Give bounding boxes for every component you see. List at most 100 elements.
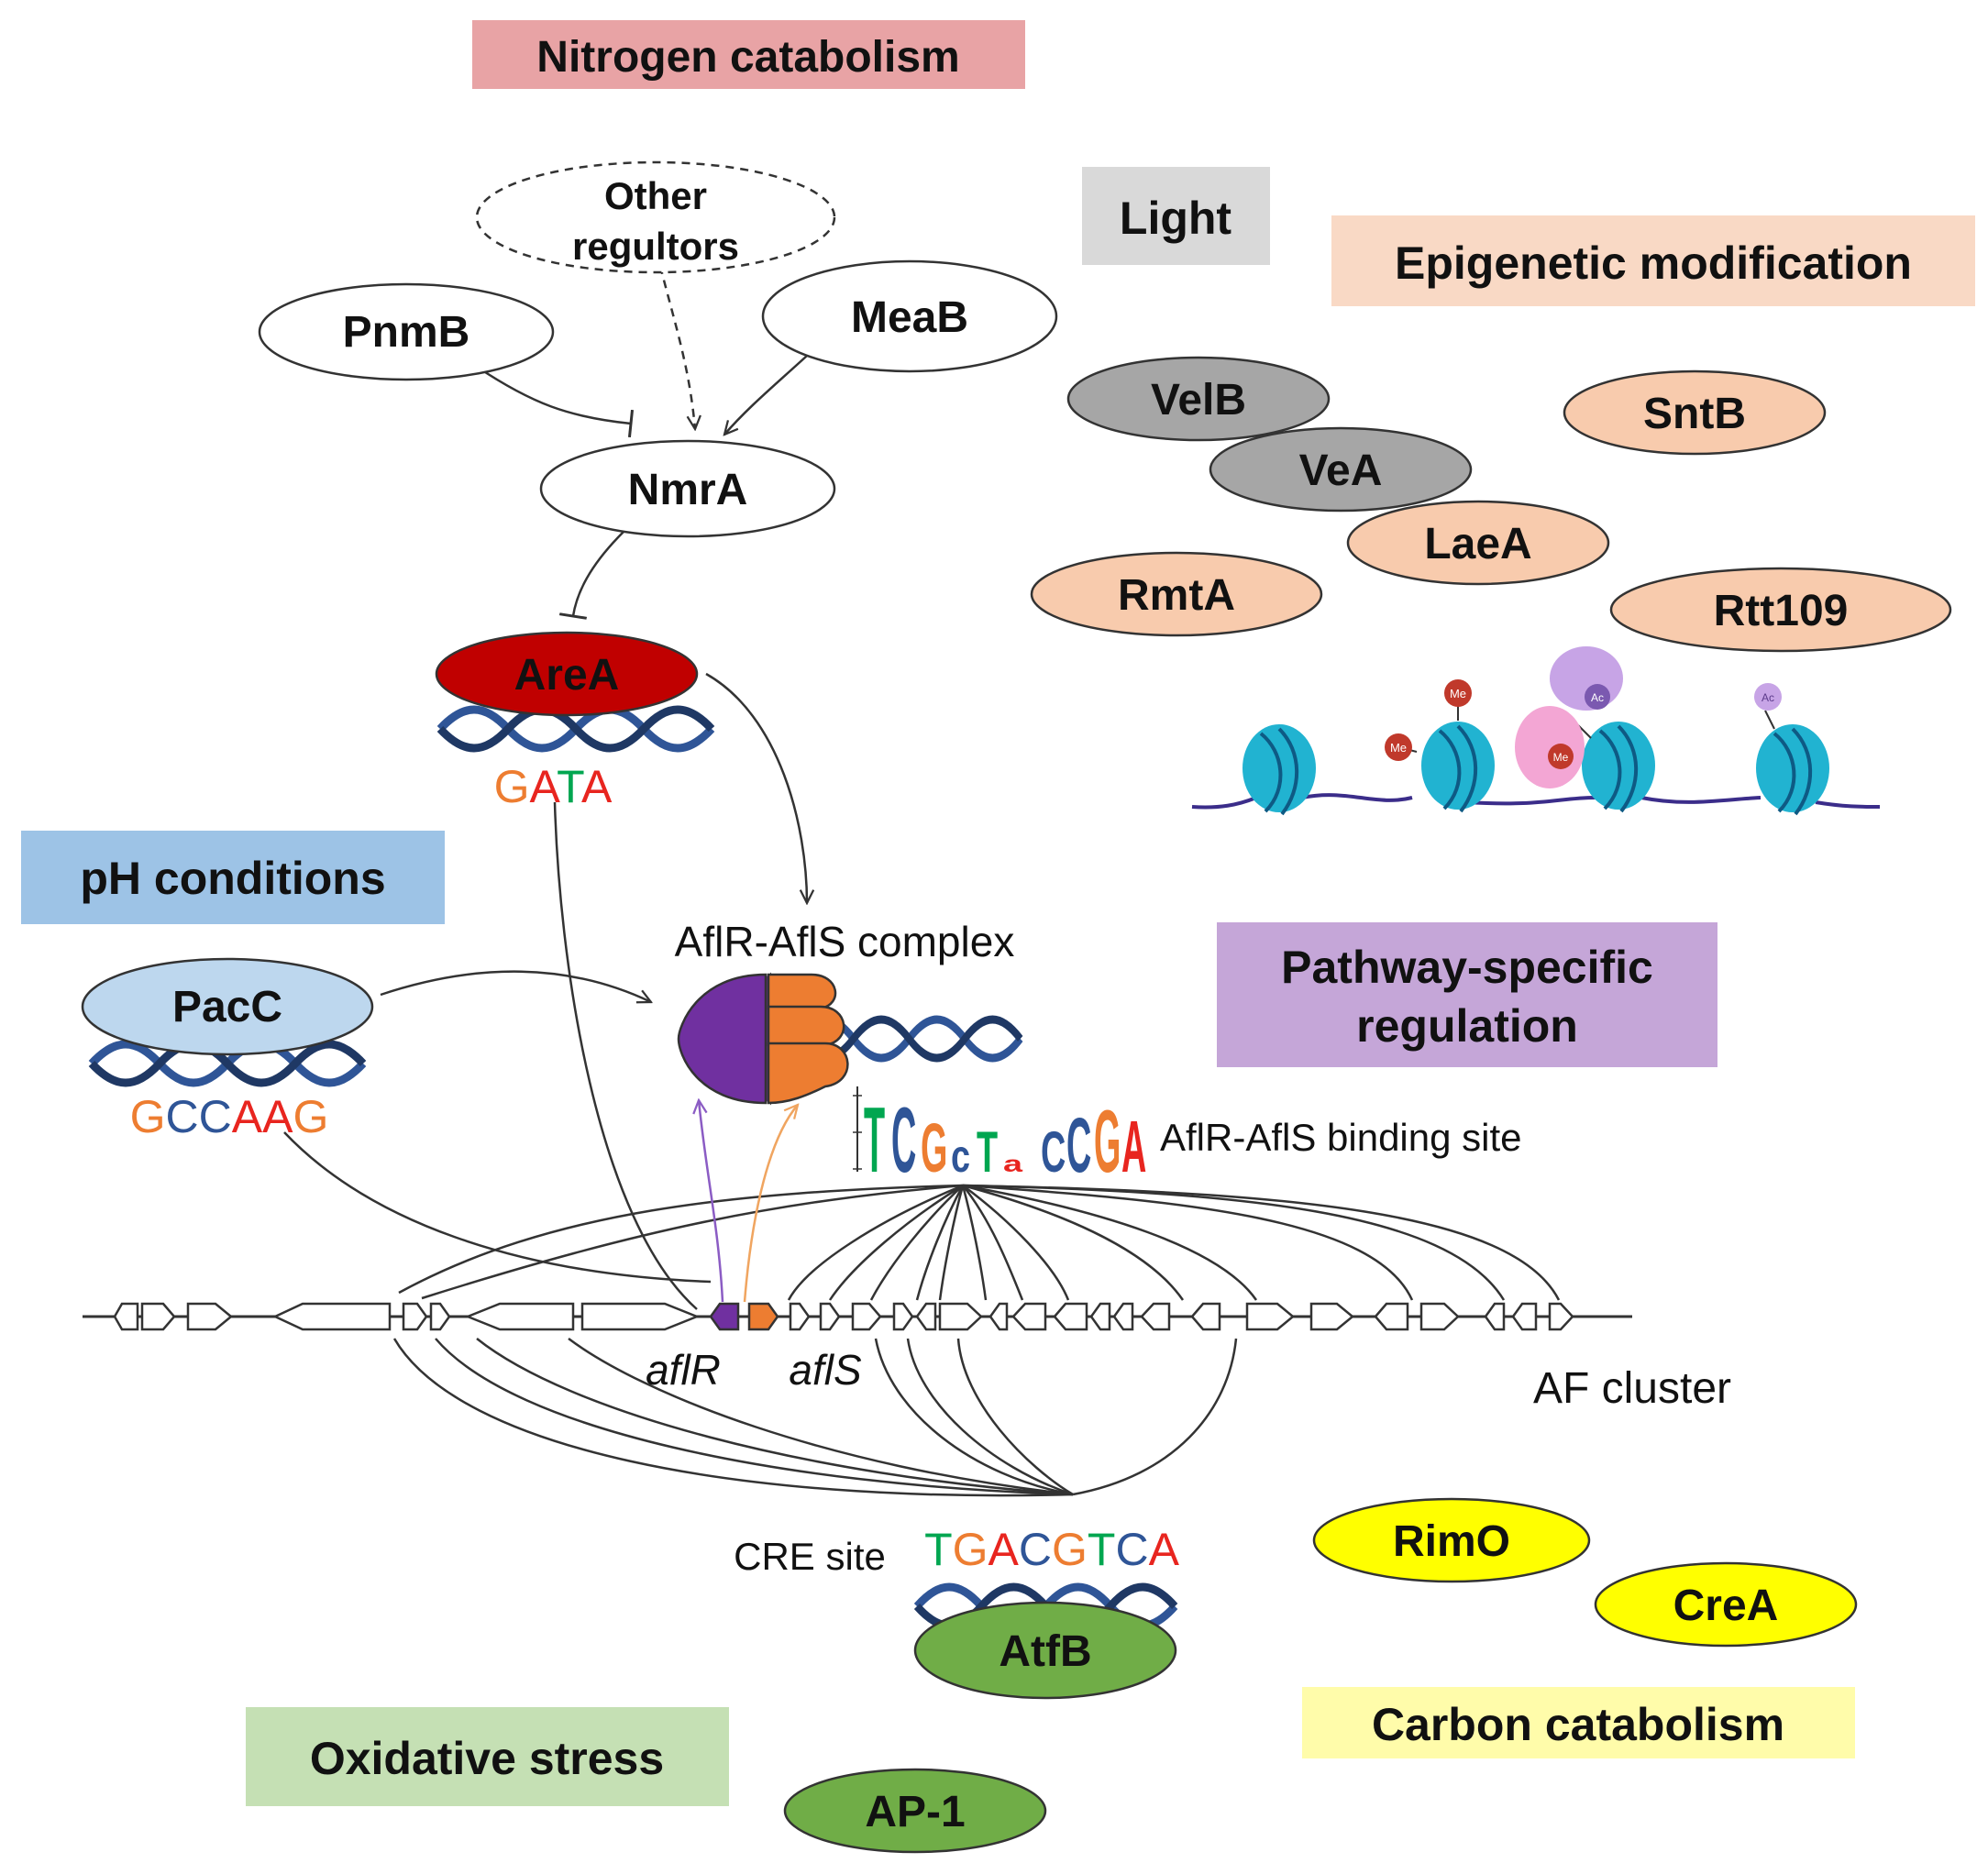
gata-motif: GATA (494, 761, 613, 812)
aflr-gene-label: aflR (646, 1346, 721, 1394)
pacc-node: PacC (81, 957, 374, 1056)
light-label: Light (1120, 193, 1232, 244)
ph-conditions-box: pH conditions (21, 831, 445, 924)
logo-letter: C (891, 1089, 916, 1193)
pathway-specific-label-line1: Pathway-specific (1281, 942, 1653, 993)
acetyl-mark-label: Ac (1591, 691, 1604, 704)
complex-label: AflR-AflS complex (675, 918, 1015, 965)
pacc-to-complex (380, 970, 651, 1002)
crea-label: CreA (1673, 1582, 1779, 1630)
atfb-node: AtfB (913, 1601, 1177, 1700)
aflr-afls-complex (677, 972, 849, 1106)
cre-base: G (953, 1524, 988, 1575)
nitrogen-catabolism-box: Nitrogen catabolism (472, 20, 1025, 89)
methyl-mark-1: Me (1444, 679, 1472, 707)
nucleosome-3 (1582, 722, 1655, 813)
gccaag-motif: GCCAAG (130, 1091, 329, 1142)
methyl-mark-2: Me (1385, 733, 1412, 761)
binding-site-logo: T C G c T a C C G A (853, 1086, 1146, 1193)
other-regulators-node: Other regultors (475, 160, 836, 274)
meab-to-nmra (724, 355, 808, 435)
laea-label: LaeA (1424, 520, 1531, 568)
cre-motif: TGACGTCA (924, 1524, 1179, 1575)
logo-letter: A (1121, 1106, 1146, 1187)
rmta-label: RmtA (1118, 571, 1235, 620)
methyl-mark-label: Me (1450, 687, 1466, 700)
other-regulators-line1: Other (604, 174, 707, 217)
cre-base: T (1088, 1524, 1116, 1575)
rmta-node: RmtA (1030, 551, 1323, 637)
cre-base: T (924, 1524, 953, 1575)
methyl-mark-label: Me (1553, 751, 1569, 764)
cre-base: C (1115, 1524, 1148, 1575)
logo-letter: C (1041, 1120, 1066, 1185)
nitrogen-catabolism-label: Nitrogen catabolism (536, 33, 959, 82)
rimo-node: RimO (1312, 1497, 1591, 1583)
gata-base: G (494, 761, 530, 812)
cre-base: A (1149, 1524, 1180, 1575)
nmra-inhibits-area (558, 531, 624, 620)
af-cluster-label: AF cluster (1533, 1364, 1731, 1413)
cre-base: A (988, 1524, 1020, 1575)
cre-site-label: CRE site (734, 1535, 886, 1578)
gccaag-base: A (232, 1091, 263, 1142)
pathway-specific-regulation-box: Pathway-specific regulation (1217, 922, 1717, 1067)
sntb-node: SntB (1563, 369, 1827, 456)
rimo-label: RimO (1393, 1517, 1510, 1566)
carbon-catabolism-label: Carbon catabolism (1372, 1699, 1784, 1750)
ap1-node: AP-1 (783, 1768, 1047, 1854)
nmra-node: NmrA (539, 439, 836, 538)
logo-letter: G (1094, 1092, 1121, 1191)
crea-node: CreA (1594, 1561, 1858, 1648)
gccaag-base: C (199, 1091, 232, 1142)
cre-base: C (1019, 1524, 1052, 1575)
other-regulators-line2: regultors (572, 225, 739, 268)
vea-node: VeA (1209, 426, 1473, 513)
light-box: Light (1082, 167, 1270, 265)
nucleosome-4 (1756, 724, 1829, 816)
area-to-complex (705, 672, 807, 903)
logo-letter: G (921, 1109, 947, 1187)
aflr-to-complex-arrow (699, 1100, 724, 1303)
pnmb-label: PnmB (343, 308, 470, 357)
gccaag-base: G (130, 1091, 166, 1142)
atfb-label: AtfB (999, 1627, 1091, 1676)
oxidative-stress-box: Oxidative stress (246, 1707, 729, 1806)
logo-letter: a (1003, 1151, 1023, 1176)
sntb-label: SntB (1643, 390, 1746, 438)
logo-letter: T (977, 1120, 998, 1185)
epigenetic-modification-label: Epigenetic modification (1395, 237, 1912, 289)
acetyl-mark-label: Ac (1762, 691, 1774, 704)
logo-letter: c (951, 1131, 970, 1182)
vea-label: VeA (1299, 446, 1383, 495)
cre-base: G (1052, 1524, 1088, 1575)
binding-site-label: AflR-AflS binding site (1160, 1116, 1522, 1159)
gata-base: A (581, 761, 613, 812)
carbon-catabolism-box: Carbon catabolism (1302, 1687, 1855, 1758)
nmra-label: NmrA (628, 466, 748, 514)
gata-base: T (557, 761, 584, 812)
rtt109-label: Rtt109 (1714, 587, 1849, 635)
methylation-enzyme: Me (1515, 706, 1585, 788)
afls-gene-label: aflS (789, 1346, 862, 1394)
area-label: AreA (514, 651, 620, 700)
velb-node: VelB (1066, 356, 1331, 442)
nucleosome-2 (1421, 722, 1495, 813)
pathway-specific-label-line2: regulation (1356, 1000, 1578, 1052)
chromatin: Me Me Me Ac Ac (1191, 646, 1881, 816)
gccaag-base: G (293, 1091, 328, 1142)
area-binding-to-cluster (553, 801, 698, 1310)
meab-node: MeaB (761, 259, 1058, 373)
connection-lines (283, 265, 1561, 1497)
pacc-label: PacC (172, 983, 282, 1031)
pacc-binding-to-cluster (283, 1131, 712, 1284)
laea-node: LaeA (1346, 500, 1610, 586)
area-node: AreA (435, 631, 699, 717)
methyl-mark-label: Me (1390, 741, 1407, 755)
other-regulators-to-nmra (658, 265, 695, 429)
ph-conditions-label: pH conditions (80, 853, 385, 904)
acetyl-mark: Ac (1754, 683, 1782, 711)
meab-label: MeaB (851, 293, 968, 342)
